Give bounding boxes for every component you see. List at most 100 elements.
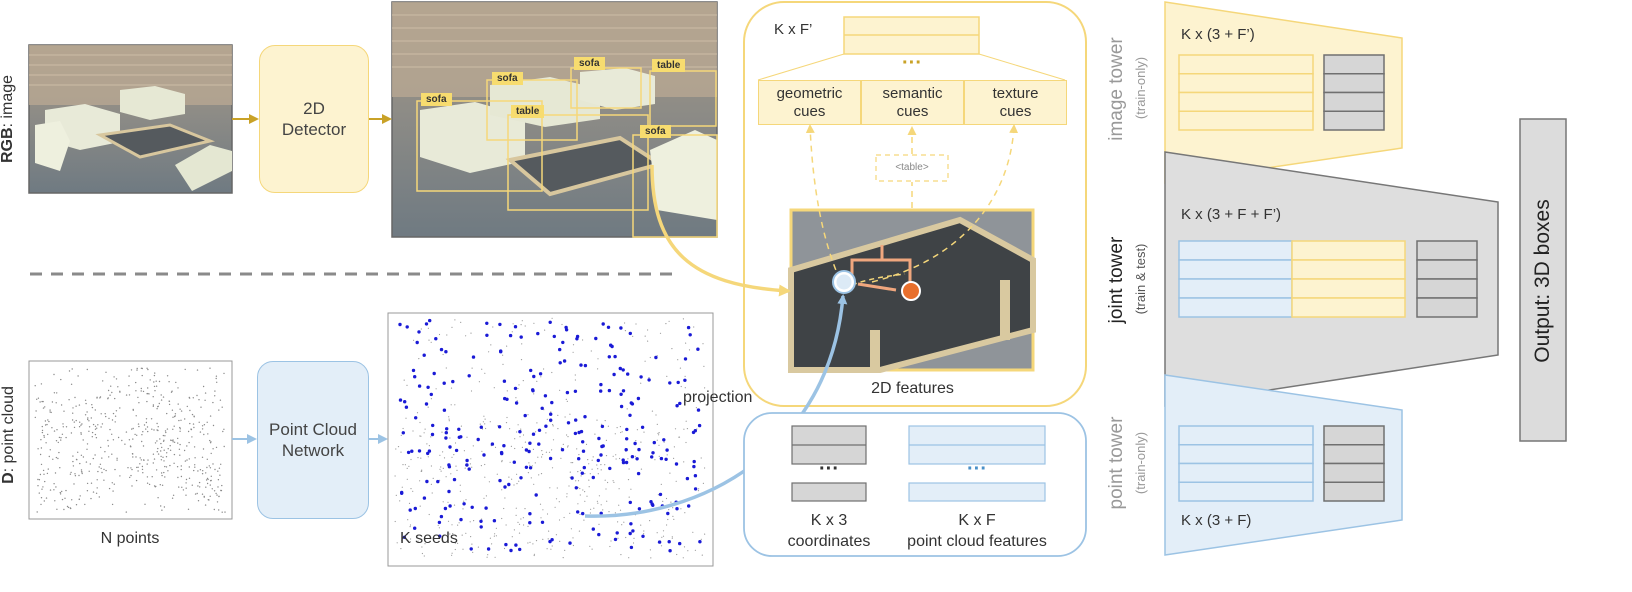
cloud-point [98,496,101,498]
projection-curve-2d [650,164,791,297]
cloud-point [96,487,98,489]
image-feature-cell [1291,297,1406,318]
cloud-point [41,488,43,490]
cloud-point [563,516,565,519]
cloud-point [62,423,64,425]
cloud-point [180,465,182,467]
cloud-point [524,508,526,510]
cloud-point [72,455,74,457]
cloud-point [404,464,406,466]
cloud-point [173,462,175,464]
cloud-point [661,536,663,538]
seed-point [697,423,702,428]
point-network-label: Point Cloud Network [269,419,357,460]
cloud-point [516,473,518,475]
cloud-point [185,494,187,496]
cloud-point [683,546,686,548]
cloud-point [91,431,94,434]
seed-point [518,547,522,552]
cloud-point [160,394,162,396]
cloud-point [101,423,104,425]
cloud-point [141,434,143,436]
seed-point [544,424,548,428]
cloud-point [77,375,79,377]
cloud-point [59,491,61,494]
cloud-point [656,355,658,357]
cloud-point [219,474,221,476]
seed-point [406,450,411,455]
cloud-point [201,425,204,427]
seed-point [534,493,538,497]
cloud-point [610,540,612,542]
cloud-point [597,473,599,475]
cloud-point [454,542,456,544]
cloud-point [542,538,544,541]
seed-point [619,392,623,396]
cloud-point [547,538,549,540]
cloud-point [608,511,610,513]
cloud-point [703,365,705,367]
cloud-point [657,432,659,435]
cloud-point [403,379,405,381]
cloud-point [649,549,652,551]
detector-label: 2D Detector [281,98,347,139]
cloud-point [576,448,578,450]
cloud-point [220,489,222,492]
cloud-point [74,473,76,475]
seed-point [398,398,403,402]
cloud-point [88,426,91,428]
cloud-point [168,400,170,402]
cloud-point [205,479,208,481]
cloud-point [459,484,461,486]
cloud-point [41,425,43,428]
cloud-point [484,372,486,374]
cloud-point [157,497,159,499]
cloud-point [702,343,704,345]
cloud-point [59,493,62,495]
seed-point [601,444,605,448]
cloud-point [185,487,187,489]
projection-label: projection [683,389,753,406]
cloud-point [533,554,535,557]
cloud-point [635,440,637,442]
cloud-point [138,402,140,404]
cloud-point [523,524,525,526]
cloud-point [701,554,703,556]
seed-point [500,451,504,456]
cloud-point [119,475,121,477]
cloud-point [37,448,39,450]
cloud-point [480,465,482,467]
cloud-point [438,333,441,336]
cloud-point [559,389,561,391]
seed-point [402,535,407,539]
cloud-point [617,521,619,523]
cloud-point [43,436,45,438]
cloud-point [471,466,473,468]
seed-point [625,427,629,432]
cloud-point [618,488,620,490]
cloud-point [605,488,607,490]
cloud-point [666,454,668,456]
cloud-point [615,458,617,460]
cloud-point [40,447,43,449]
cloud-point [132,427,134,430]
seed-point [444,350,448,354]
cloud-point [521,446,524,448]
seed-point [651,451,655,455]
seed-point [439,514,444,519]
cloud-point [416,412,419,414]
cloud-point [111,453,113,455]
cloud-point [104,413,106,415]
cloud-point [147,430,149,433]
cloud-point [673,457,675,459]
seed-point [411,368,416,373]
seed-point [485,321,489,325]
cloud-point [178,419,180,422]
seed-point [442,408,447,412]
seed-point [579,363,583,367]
point-feature-cell [1178,297,1293,318]
detection-tag: sofa [492,72,523,85]
cloud-point [184,418,186,420]
cloud-point [513,484,515,486]
cloud-point [488,351,490,353]
